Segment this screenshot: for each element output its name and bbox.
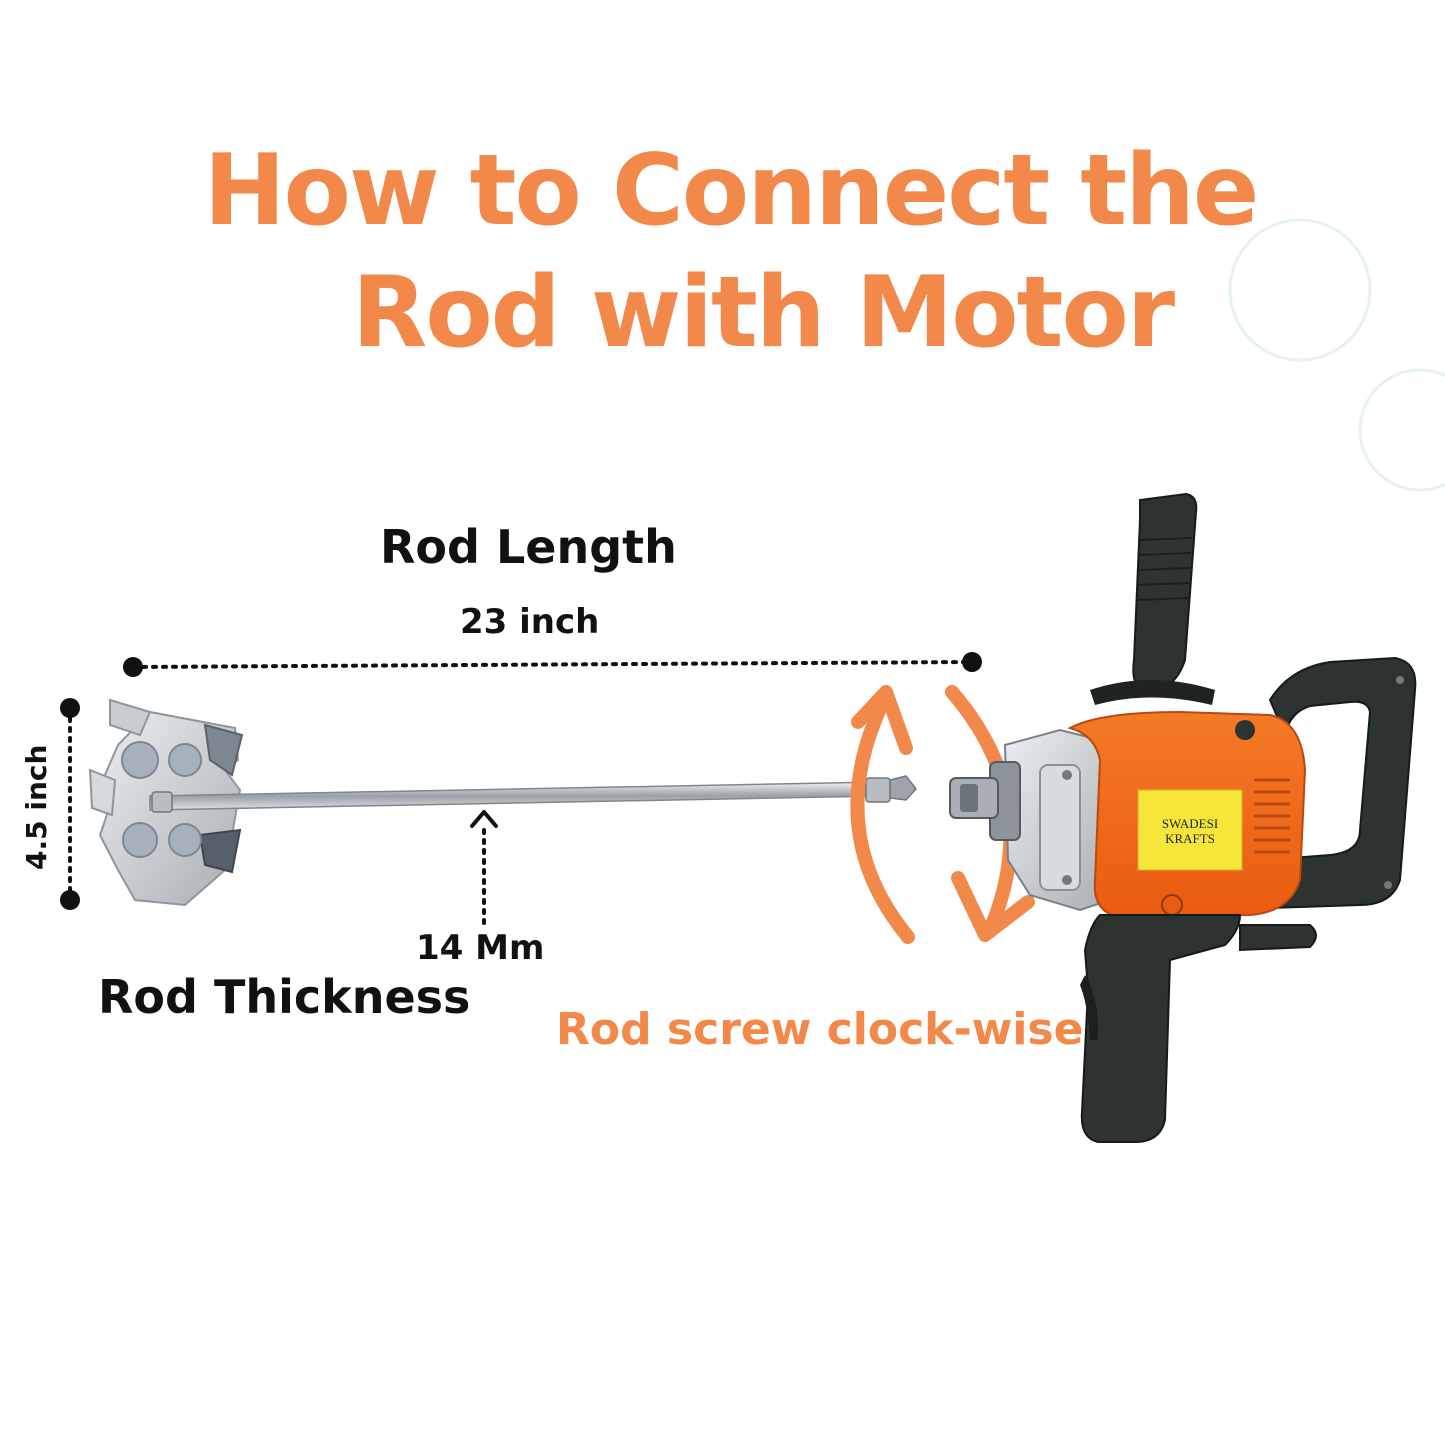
title-line-2: Rod with Motor <box>351 256 1175 370</box>
screw-direction-label: Rod screw clock-wise <box>556 1004 1084 1055</box>
brand-plate <box>1137 789 1243 871</box>
blade-diameter-dimension <box>60 698 80 910</box>
rod-thickness-label: Rod Thickness <box>98 970 471 1024</box>
rod-thickness-value: 14 Mm <box>416 928 545 968</box>
rod-thickness-pointer <box>470 810 498 932</box>
brand-line-1: SWADESI <box>1162 816 1218 831</box>
mixing-rod <box>149 775 917 813</box>
rod-length-dimension <box>123 652 982 677</box>
blade-diameter-value: 4.5 inch <box>20 744 53 870</box>
title-line-1: How to Connect the <box>203 134 1260 248</box>
brand-line-2: KRAFTS <box>1165 831 1215 846</box>
rod-length-value: 23 inch <box>460 602 600 642</box>
background-decor <box>1228 218 1445 492</box>
rod-length-label: Rod Length <box>380 520 677 574</box>
mixer-motor: SWADESI KRAFTS <box>949 492 1417 1143</box>
